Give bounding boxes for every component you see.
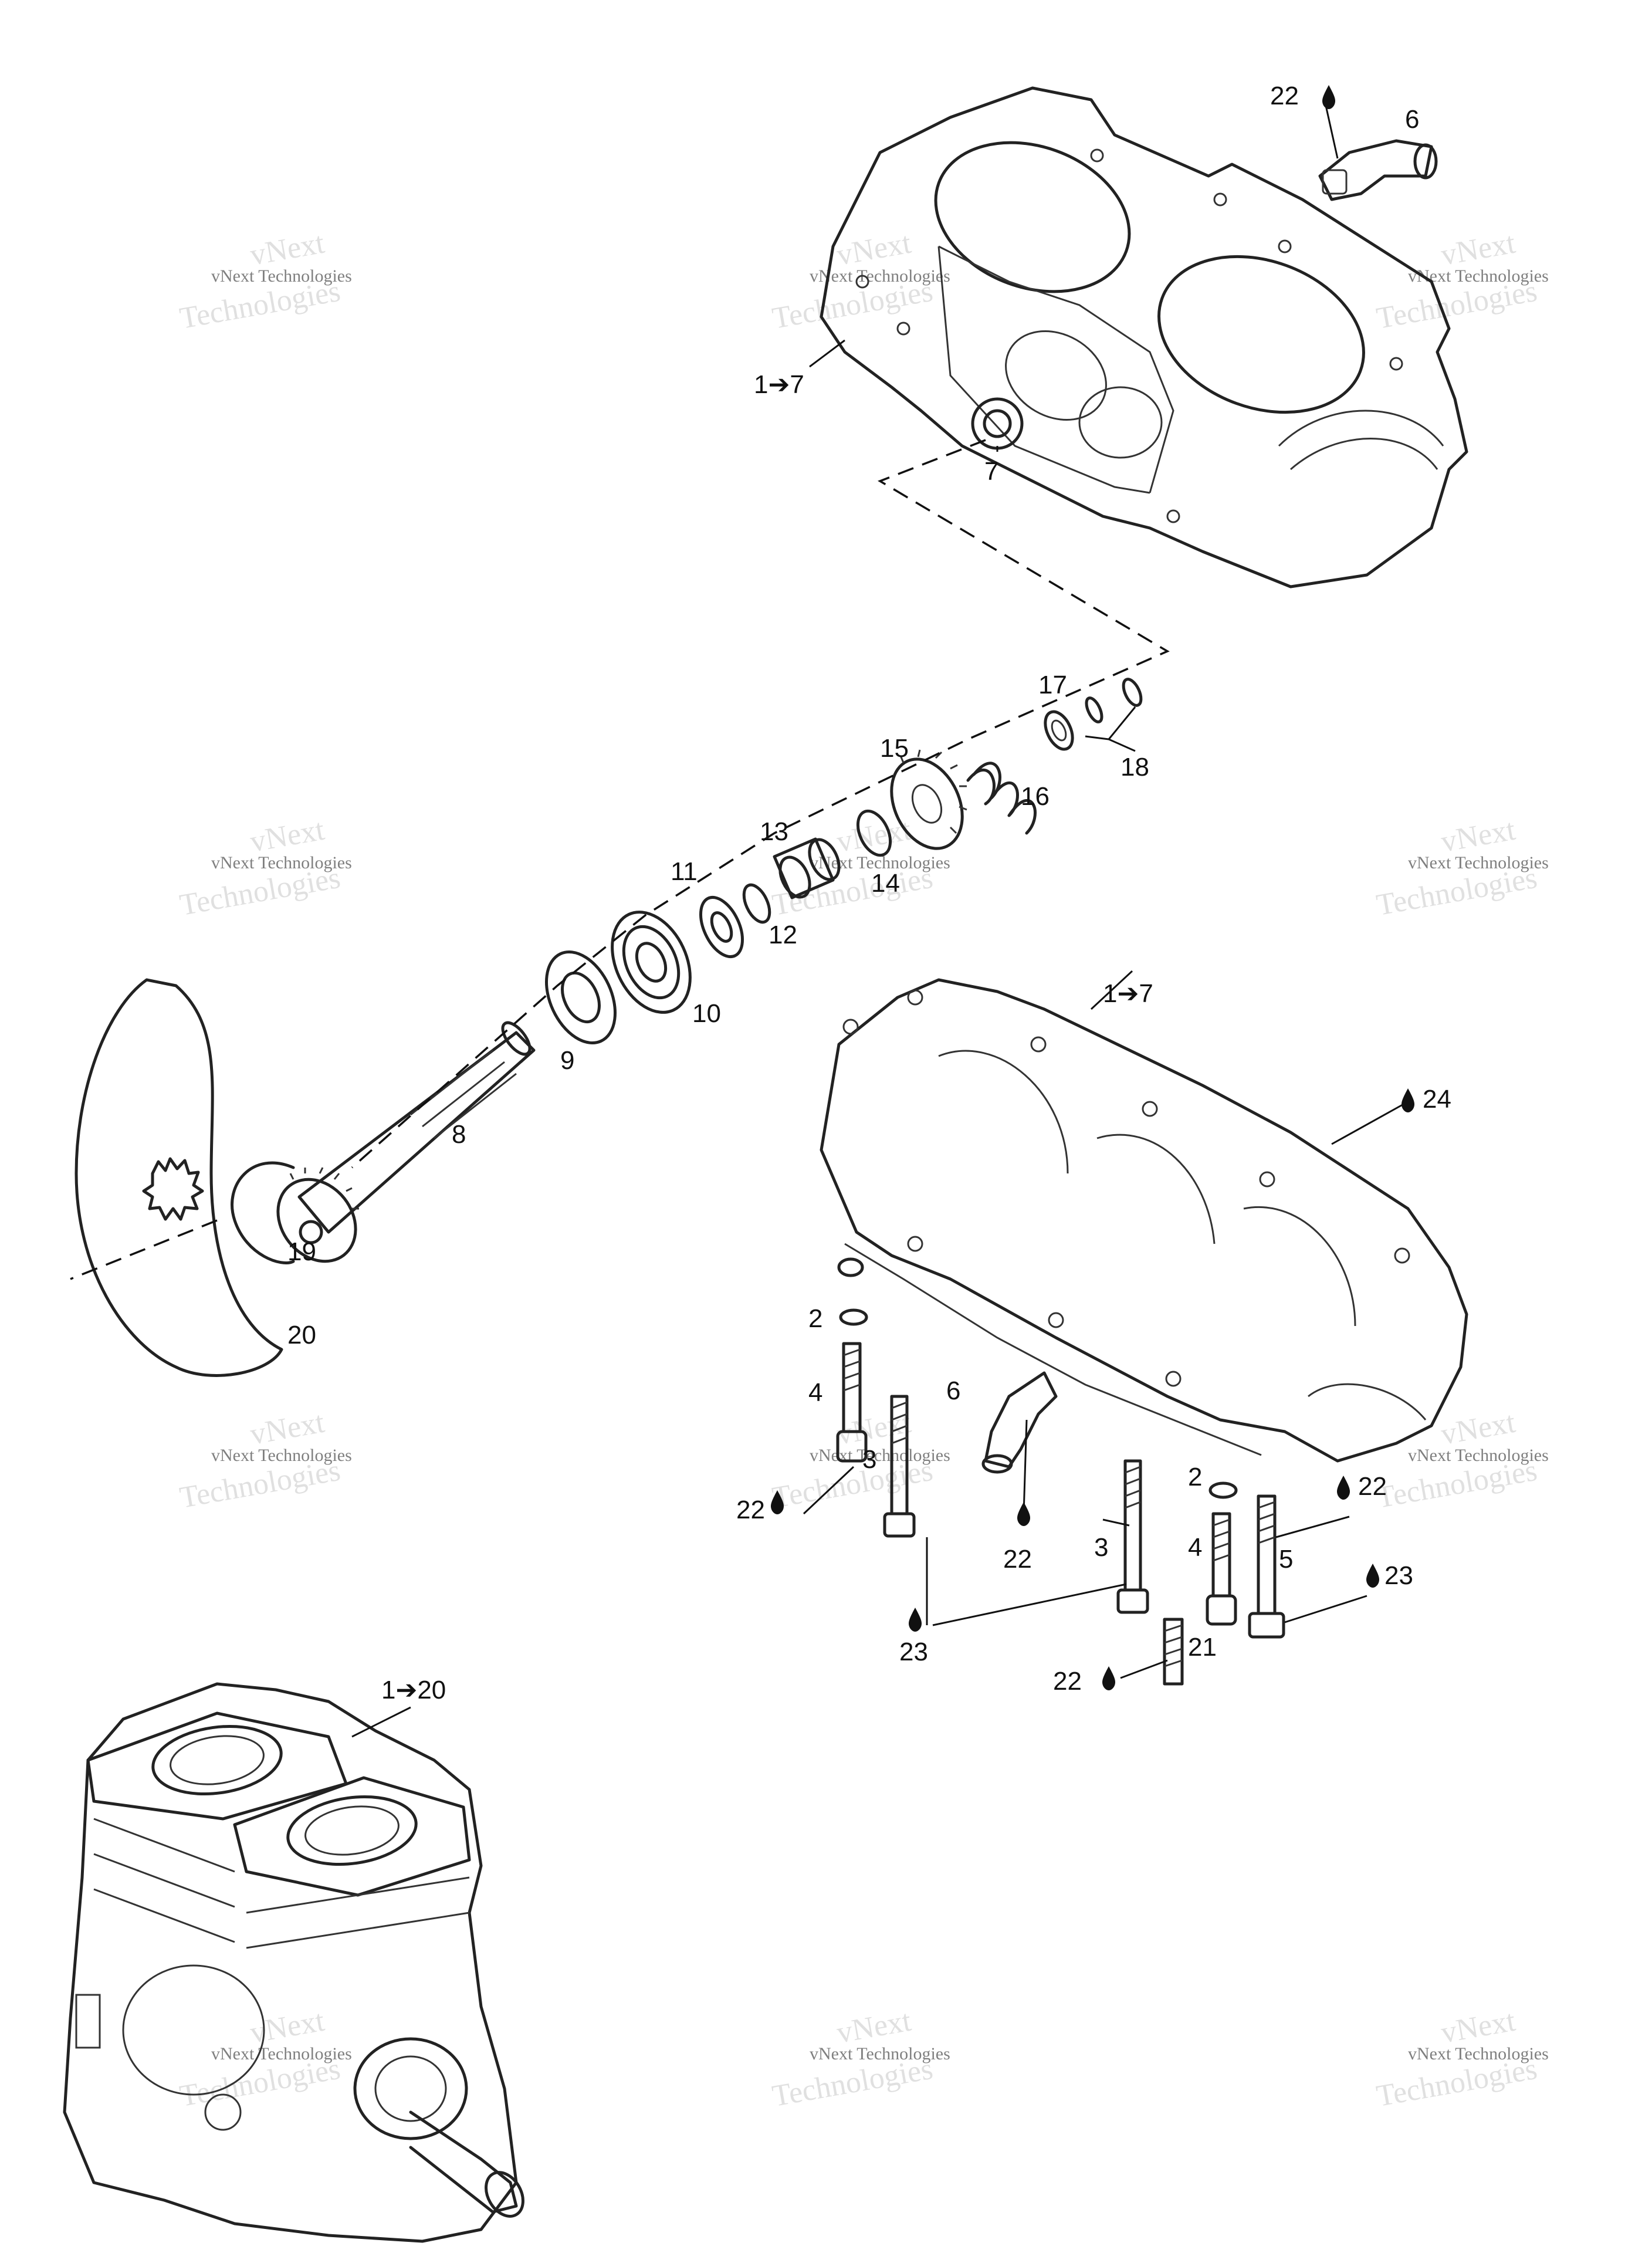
svg-text:vNext: vNext	[1438, 1406, 1518, 1452]
callout-labels: 22 6 1➔7 7 17 18 15 16 13 14 11 12 10 9 …	[287, 82, 1451, 1704]
label-14: 14	[871, 869, 900, 898]
elbow-fitting-top	[1318, 139, 1438, 201]
label-19: 19	[287, 1237, 316, 1266]
svg-text:vNext: vNext	[248, 226, 327, 272]
sealant-drop-icon	[1402, 1088, 1414, 1112]
label-1-to-20: 1➔20	[381, 1676, 446, 1704]
circlip	[231, 1161, 295, 1264]
label-22-right: 22	[1358, 1472, 1387, 1501]
label-5: 5	[1279, 1545, 1293, 1574]
bolt	[1206, 1512, 1237, 1626]
svg-text:vNext Technologies: vNext Technologies	[211, 1446, 352, 1465]
bolt	[883, 1395, 916, 1538]
label-4-left: 4	[808, 1378, 822, 1407]
label-6-lower: 6	[946, 1376, 960, 1405]
label-1-to-7-top: 1➔7	[754, 370, 804, 399]
svg-text:vNext Technologies: vNext Technologies	[211, 853, 352, 872]
watermark: vNext vNext Technologies Technologies	[177, 226, 352, 336]
washer	[1208, 1481, 1238, 1499]
label-13: 13	[760, 817, 788, 846]
label-8: 8	[452, 1120, 466, 1149]
svg-text:vNext Technologies: vNext Technologies	[211, 2044, 352, 2063]
watermark: vNext vNext Technologies Technologies	[177, 1406, 352, 1515]
label-24: 24	[1423, 1085, 1451, 1114]
label-21: 21	[1188, 1633, 1217, 1662]
label-4-right: 4	[1188, 1533, 1202, 1562]
svg-text:vNext: vNext	[1438, 2004, 1518, 2050]
label-22-bottom: 22	[1053, 1667, 1082, 1696]
watermark: vNext vNext Technologies Technologies	[177, 2004, 352, 2113]
svg-text:vNext: vNext	[1438, 226, 1518, 272]
label-22-center: 22	[1003, 1545, 1032, 1574]
label-6-top: 6	[1405, 105, 1419, 134]
label-10: 10	[692, 999, 721, 1028]
sealant-drop-icon	[1322, 85, 1335, 109]
upper-crankcase	[820, 86, 1468, 588]
svg-text:vNext: vNext	[248, 2004, 327, 2050]
svg-text:vNext Technologies: vNext Technologies	[810, 1446, 950, 1465]
label-2-left: 2	[808, 1304, 822, 1333]
watermark: vNext vNext Technologies Technologies	[770, 2004, 950, 2113]
watermark: vNext vNext Technologies Technologies	[770, 813, 950, 922]
label-22-top: 22	[1270, 82, 1299, 110]
svg-text:vNext Technologies: vNext Technologies	[810, 2044, 950, 2063]
label-2-right: 2	[1188, 1463, 1202, 1491]
label-23-right: 23	[1384, 1561, 1413, 1590]
sealant-drop-icons	[771, 85, 1414, 1690]
svg-text:vNext Technologies: vNext Technologies	[1408, 853, 1549, 872]
sealant-drop-icon	[909, 1608, 922, 1632]
label-1-to-7-mid: 1➔7	[1103, 979, 1153, 1008]
label-18: 18	[1120, 753, 1149, 782]
stud	[1163, 1618, 1184, 1686]
label-17: 17	[1038, 671, 1067, 699]
svg-text:vNext Technologies: vNext Technologies	[810, 266, 950, 286]
label-22-left: 22	[736, 1496, 765, 1524]
washer	[839, 1308, 868, 1326]
sealant-drop-icon	[771, 1490, 784, 1514]
label-9: 9	[560, 1046, 574, 1075]
watermark: vNext vNext Technologies Technologies	[1374, 226, 1549, 336]
label-3-right: 3	[1094, 1533, 1108, 1562]
stud	[1248, 1494, 1285, 1639]
label-7: 7	[984, 457, 998, 486]
svg-text:vNext: vNext	[248, 1406, 327, 1452]
watermark: vNext vNext Technologies Technologies	[1374, 813, 1549, 922]
svg-text:vNext Technologies: vNext Technologies	[211, 266, 352, 286]
svg-text:vNext: vNext	[834, 2004, 914, 2050]
svg-text:vNext: vNext	[834, 226, 914, 272]
sealant-drop-icon	[1366, 1564, 1379, 1588]
bolt	[836, 1342, 868, 1463]
label-11: 11	[671, 857, 698, 886]
watermark: vNext vNext Technologies Technologies	[770, 226, 950, 336]
label-3-left: 3	[862, 1445, 876, 1474]
label-15: 15	[880, 734, 909, 763]
sealant-drop-icon	[1102, 1666, 1115, 1690]
watermark: vNext vNext Technologies Technologies	[177, 813, 352, 922]
svg-text:vNext Technologies: vNext Technologies	[1408, 1446, 1549, 1465]
watermark: vNext vNext Technologies Technologies	[1374, 2004, 1549, 2113]
bolt	[1116, 1459, 1149, 1614]
fasteners	[836, 1308, 1285, 1686]
lower-crankcase	[820, 978, 1468, 1463]
drive-plate	[75, 978, 283, 1377]
label-20: 20	[287, 1321, 316, 1349]
drive-shaft-assembly	[276, 678, 1143, 1263]
watermark-group: vNext vNext Technologies Technologies vN…	[177, 226, 1549, 2113]
label-16: 16	[1021, 782, 1050, 811]
elbow-fitting-lower	[981, 1371, 1058, 1474]
sealant-drop-icon	[1017, 1502, 1030, 1526]
watermark: vNext vNext Technologies Technologies	[1374, 1406, 1549, 1515]
label-12: 12	[769, 921, 797, 949]
svg-text:vNext: vNext	[248, 813, 327, 859]
label-23-left: 23	[899, 1638, 928, 1666]
leader-lines	[70, 105, 1411, 1738]
svg-text:vNext Technologies: vNext Technologies	[1408, 2044, 1549, 2063]
svg-text:vNext: vNext	[1438, 813, 1518, 859]
complete-engine	[63, 1682, 524, 2243]
sealant-drop-icon	[1337, 1476, 1350, 1500]
